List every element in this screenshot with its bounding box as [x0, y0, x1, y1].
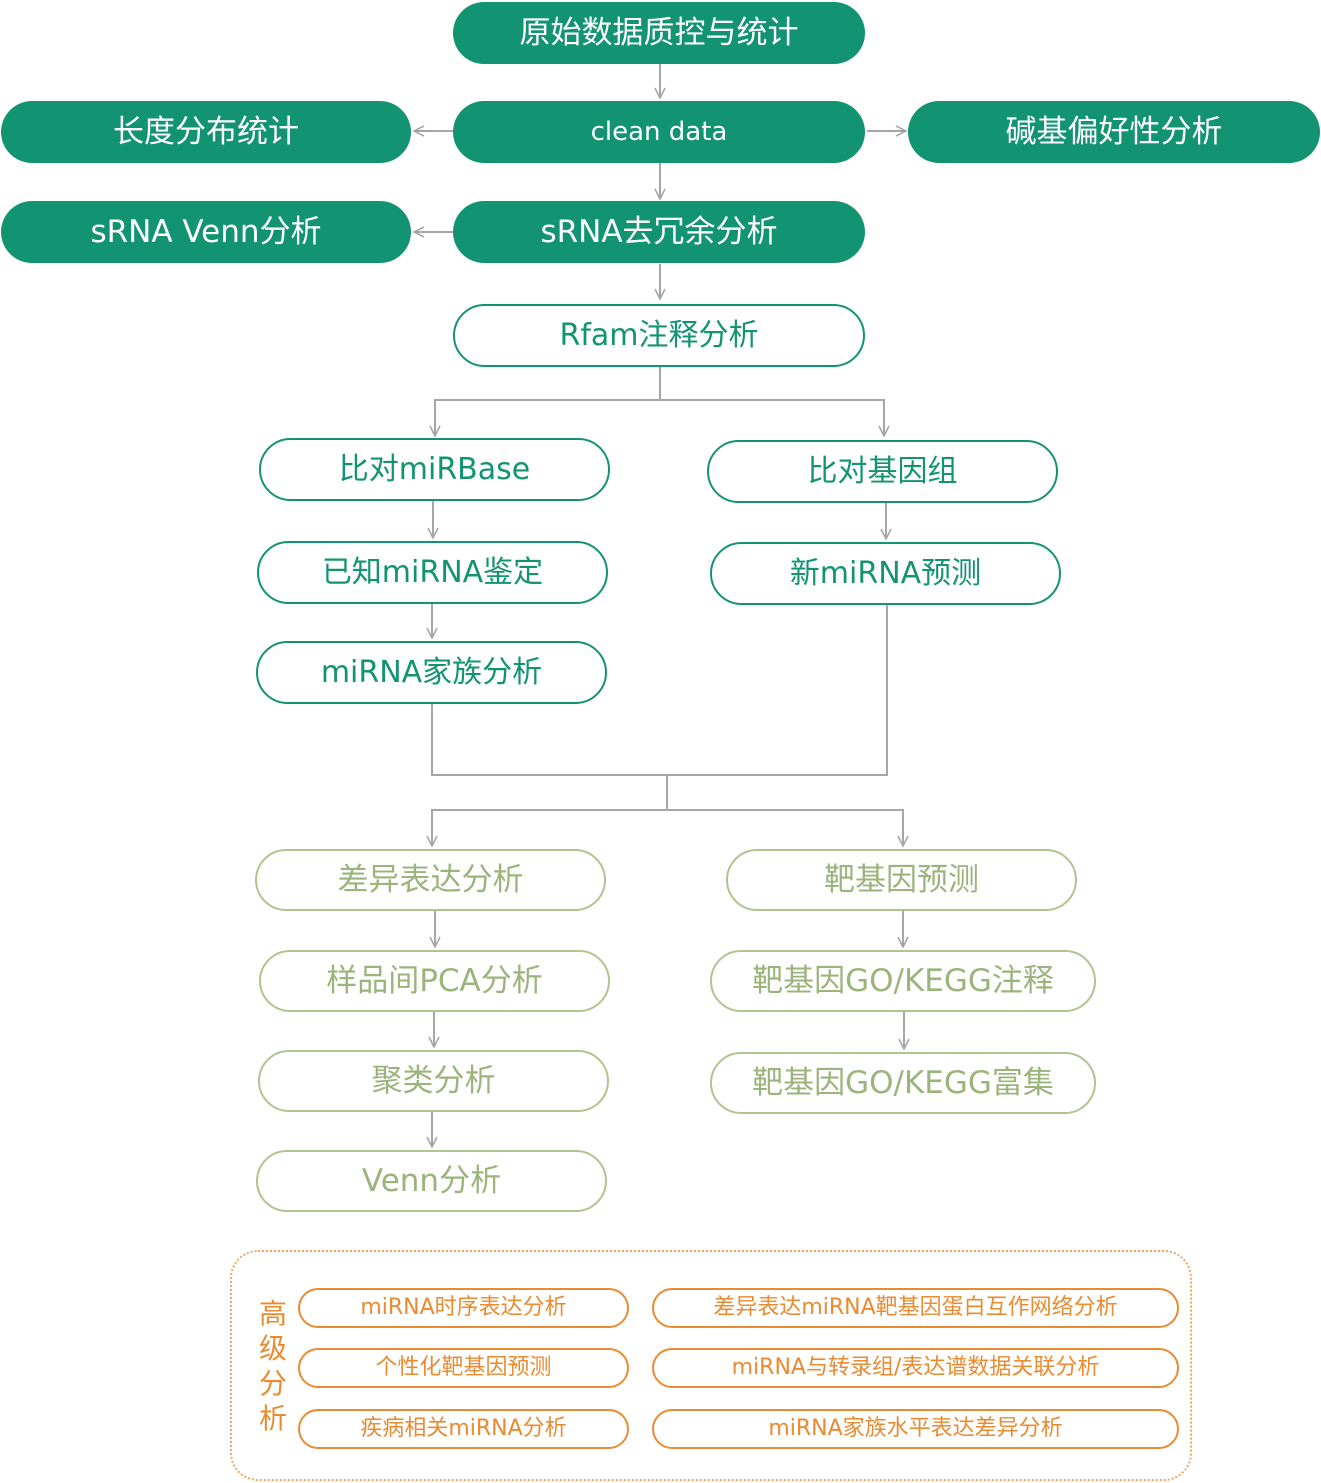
advanced-analysis-panel	[230, 1250, 1192, 1481]
advanced-analysis-title: 高级分析	[258, 1297, 287, 1435]
node-length-distribution: 长度分布统计	[1, 101, 411, 163]
node-go-kegg-annotation: 靶基因GO/KEGG注释	[710, 950, 1096, 1012]
node-pca: 样品间PCA分析	[259, 950, 610, 1012]
node-clean-data: clean data	[453, 101, 865, 163]
advanced-item-custom-target: 个性化靶基因预测	[298, 1348, 629, 1388]
node-mirna-family: miRNA家族分析	[256, 641, 607, 704]
node-known-mirna: 已知miRNA鉴定	[257, 541, 608, 604]
node-cluster: 聚类分析	[258, 1050, 609, 1112]
merge-line	[431, 605, 888, 776]
node-go-kegg-enrichment: 靶基因GO/KEGG富集	[710, 1052, 1096, 1114]
node-venn: Venn分析	[256, 1150, 607, 1212]
node-mirbase: 比对miRBase	[259, 438, 610, 501]
merge-split-line-right	[667, 809, 903, 846]
node-novel-mirna: 新miRNA预测	[710, 542, 1061, 605]
advanced-item-ppi-network: 差异表达miRNA靶基因蛋白互作网络分析	[652, 1288, 1179, 1328]
node-raw-qc: 原始数据质控与统计	[453, 2, 865, 64]
node-base-bias: 碱基偏好性分析	[908, 101, 1320, 163]
node-rfam: Rfam注释分析	[453, 304, 865, 367]
advanced-item-transcriptome-association: miRNA与转录组/表达谱数据关联分析	[652, 1348, 1179, 1388]
node-srna-venn: sRNA Venn分析	[1, 201, 411, 263]
merge-split-line	[432, 775, 668, 846]
node-diff-expression: 差异表达分析	[255, 849, 606, 911]
rfam-split-line	[435, 367, 661, 436]
node-genome: 比对基因组	[707, 440, 1058, 503]
advanced-item-disease-mirna: 疾病相关miRNA分析	[298, 1409, 629, 1449]
advanced-item-family-expression: miRNA家族水平表达差异分析	[652, 1409, 1179, 1449]
rfam-split-line-right	[660, 399, 884, 436]
node-srna-dedup: sRNA去冗余分析	[453, 201, 865, 263]
node-target-prediction: 靶基因预测	[726, 849, 1077, 911]
advanced-item-time-series: miRNA时序表达分析	[298, 1288, 629, 1328]
